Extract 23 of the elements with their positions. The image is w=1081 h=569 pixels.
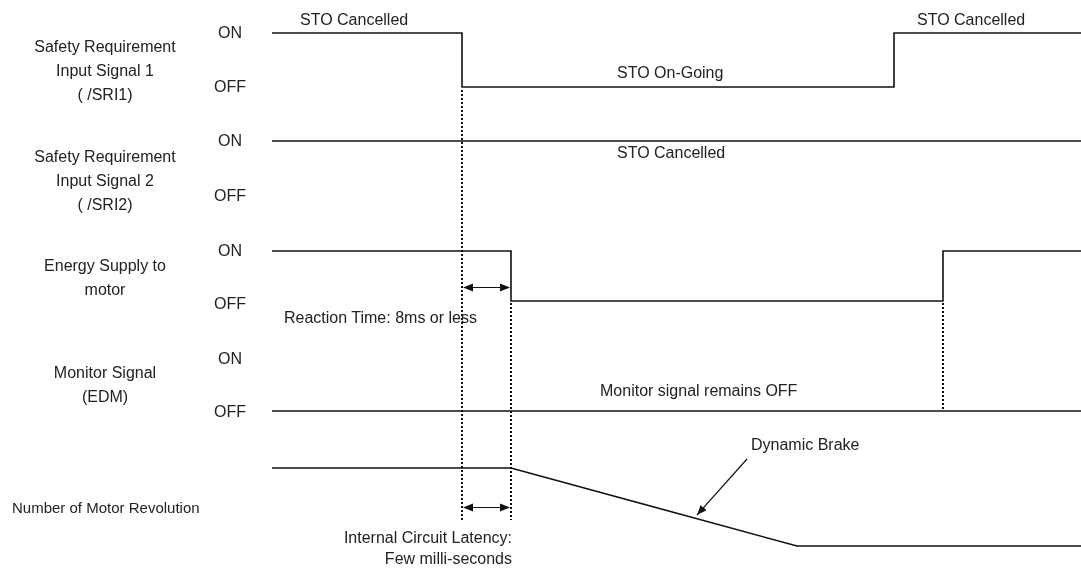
state-label: OFF xyxy=(213,402,247,422)
signal-name: Energy Supply to motor xyxy=(43,256,167,300)
annotation-text: Internal Circuit Latency: Few milli-seconds xyxy=(342,528,512,569)
annotation-text: STO Cancelled xyxy=(617,143,727,163)
state-label: OFF xyxy=(213,186,247,206)
leader-line xyxy=(696,458,748,516)
speed-curve xyxy=(271,467,1081,547)
annotation-text: STO Cancelled xyxy=(300,10,410,30)
signal-name: Safety Requirement Input Signal 2 ( /SRI2) xyxy=(33,147,177,215)
state-label: OFF xyxy=(213,77,247,97)
state-label: OFF xyxy=(213,294,247,314)
state-label: ON xyxy=(217,241,243,261)
callout-text: Dynamic Brake xyxy=(751,433,860,457)
state-label: ON xyxy=(217,349,243,369)
state-label: ON xyxy=(217,131,243,151)
annotation-text: STO Cancelled xyxy=(917,10,1027,30)
annotation-text: Monitor signal remains OFF xyxy=(600,381,799,401)
annotation-text: Reaction Time: 8ms or less xyxy=(284,308,478,328)
signal-name: Number of Motor Revolution xyxy=(12,498,201,518)
state-label: ON xyxy=(217,23,243,43)
annotation-text: STO On-Going xyxy=(617,63,725,83)
signal-name: Monitor Signal (EDM) xyxy=(52,363,158,407)
signal-name: Safety Requirement Input Signal 1 ( /SRI1) xyxy=(33,37,177,105)
